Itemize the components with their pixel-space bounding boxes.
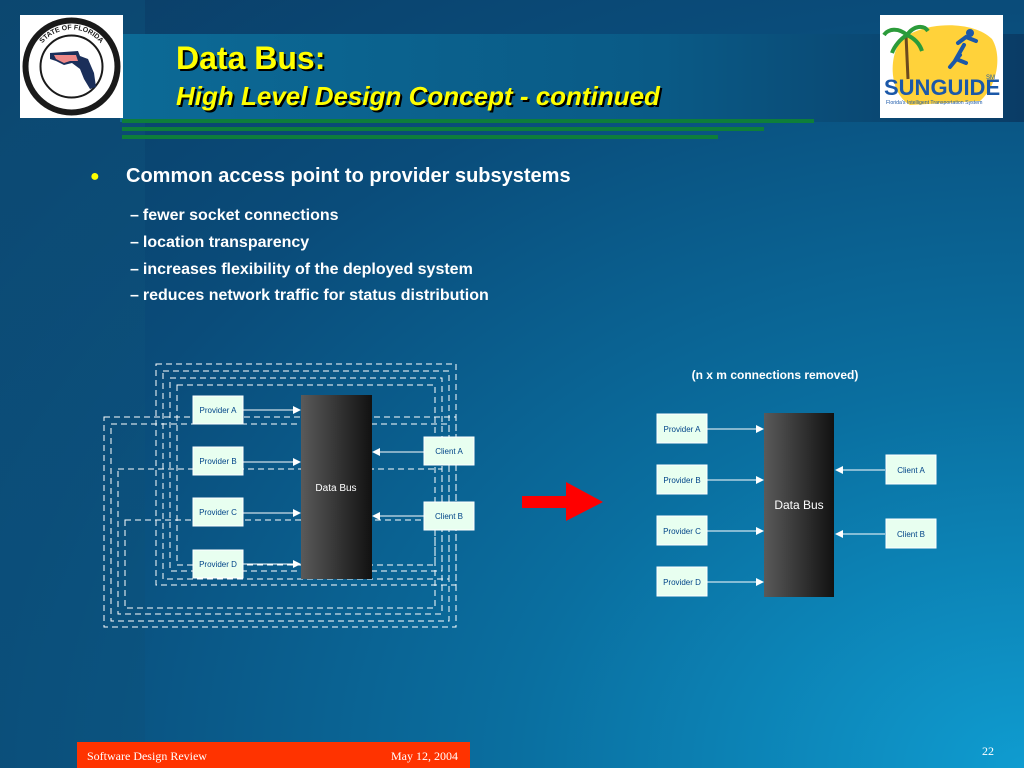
client-label: Client B (435, 512, 463, 521)
dashed-connections (103, 363, 457, 628)
sunguide-name-text: SUNGUIDE (884, 75, 1000, 100)
page-number: 22 (982, 744, 994, 758)
main-bullet-text: Common access point to provider subsyste… (126, 165, 571, 187)
provider-label: Provider C (663, 527, 701, 536)
provider-box (192, 497, 244, 527)
provider-label: Provider B (663, 476, 700, 485)
left-diagram: Data Bus Provider A Provider B Provider … (103, 363, 475, 628)
slide-title-block: Data Bus: High Level Design Concept - co… (176, 40, 660, 112)
provider-box (656, 464, 708, 495)
client-box (423, 501, 475, 531)
data-bus-block (764, 413, 834, 597)
provider-label: Provider C (199, 508, 237, 517)
solid-arrows (242, 406, 424, 568)
provider-label: Provider D (199, 560, 237, 569)
client-label: Client A (435, 447, 463, 456)
dash-icon: – (130, 207, 139, 224)
bullet-icon: ● (90, 167, 100, 185)
data-bus-label: Data Bus (774, 498, 823, 512)
title-bar (120, 34, 1024, 122)
client-box (423, 436, 475, 466)
sub-bullet: –fewer socket connections (130, 207, 339, 225)
solid-arrows (707, 425, 885, 586)
provider-box (192, 395, 244, 425)
left-band (0, 0, 145, 768)
sub-bullet: –location transparency (130, 234, 309, 252)
footer-bar: Software Design Review May 12, 2004 (77, 742, 470, 768)
sunguide-tagline-text: Florida's Intelligent Transportation Sys… (886, 100, 982, 106)
dash-icon: – (130, 261, 139, 278)
sunguide-logo: SUNGUIDE SM Florida's Intelligent Transp… (880, 15, 1003, 118)
provider-label: Provider D (663, 578, 701, 587)
dash-icon: – (130, 234, 139, 251)
sub-bullet-text: increases flexibility of the deployed sy… (142, 261, 473, 278)
footer-left-text: Software Design Review (87, 749, 207, 763)
transition-arrow-icon (522, 482, 603, 521)
client-label: Client B (897, 530, 925, 539)
provider-label: Provider B (199, 457, 236, 466)
provider-box (192, 446, 244, 476)
provider-box (656, 515, 708, 546)
sub-bullet: –reduces network traffic for status dist… (130, 287, 489, 305)
slide-subtitle: High Level Design Concept - continued (176, 81, 660, 111)
dash-icon: – (130, 287, 139, 304)
main-bullet: ● Common access point to provider subsyst… (90, 165, 571, 188)
fdot-logo: STATE OF FLORIDA DEPARTMENT OF TRANSPORT… (20, 15, 123, 118)
sub-bullet-text: fewer socket connections (142, 207, 339, 224)
slide-title: Data Bus: (176, 40, 326, 76)
right-diagram: (n x m connections removed) Data Bus Pro… (656, 368, 937, 597)
client-label: Client A (897, 466, 925, 475)
client-box (885, 518, 937, 549)
footer-date: May 12, 2004 (391, 749, 458, 763)
green-divider-1 (122, 119, 814, 123)
provider-box (656, 566, 708, 597)
provider-box (192, 549, 244, 579)
sub-bullet-text: reduces network traffic for status distr… (142, 287, 489, 304)
green-divider-2 (122, 127, 764, 131)
data-bus-block (301, 395, 372, 579)
sunguide-sm-text: SM (986, 75, 995, 81)
client-box (885, 454, 937, 485)
right-diagram-caption: (n x m connections removed) (692, 368, 859, 382)
provider-label: Provider A (200, 406, 238, 415)
sub-bullet-text: location transparency (142, 234, 310, 251)
data-bus-label: Data Bus (315, 483, 356, 494)
sub-bullet: –increases flexibility of the deployed s… (130, 261, 473, 279)
provider-label: Provider A (664, 425, 702, 434)
green-divider-3 (122, 135, 718, 139)
provider-box (656, 413, 708, 444)
